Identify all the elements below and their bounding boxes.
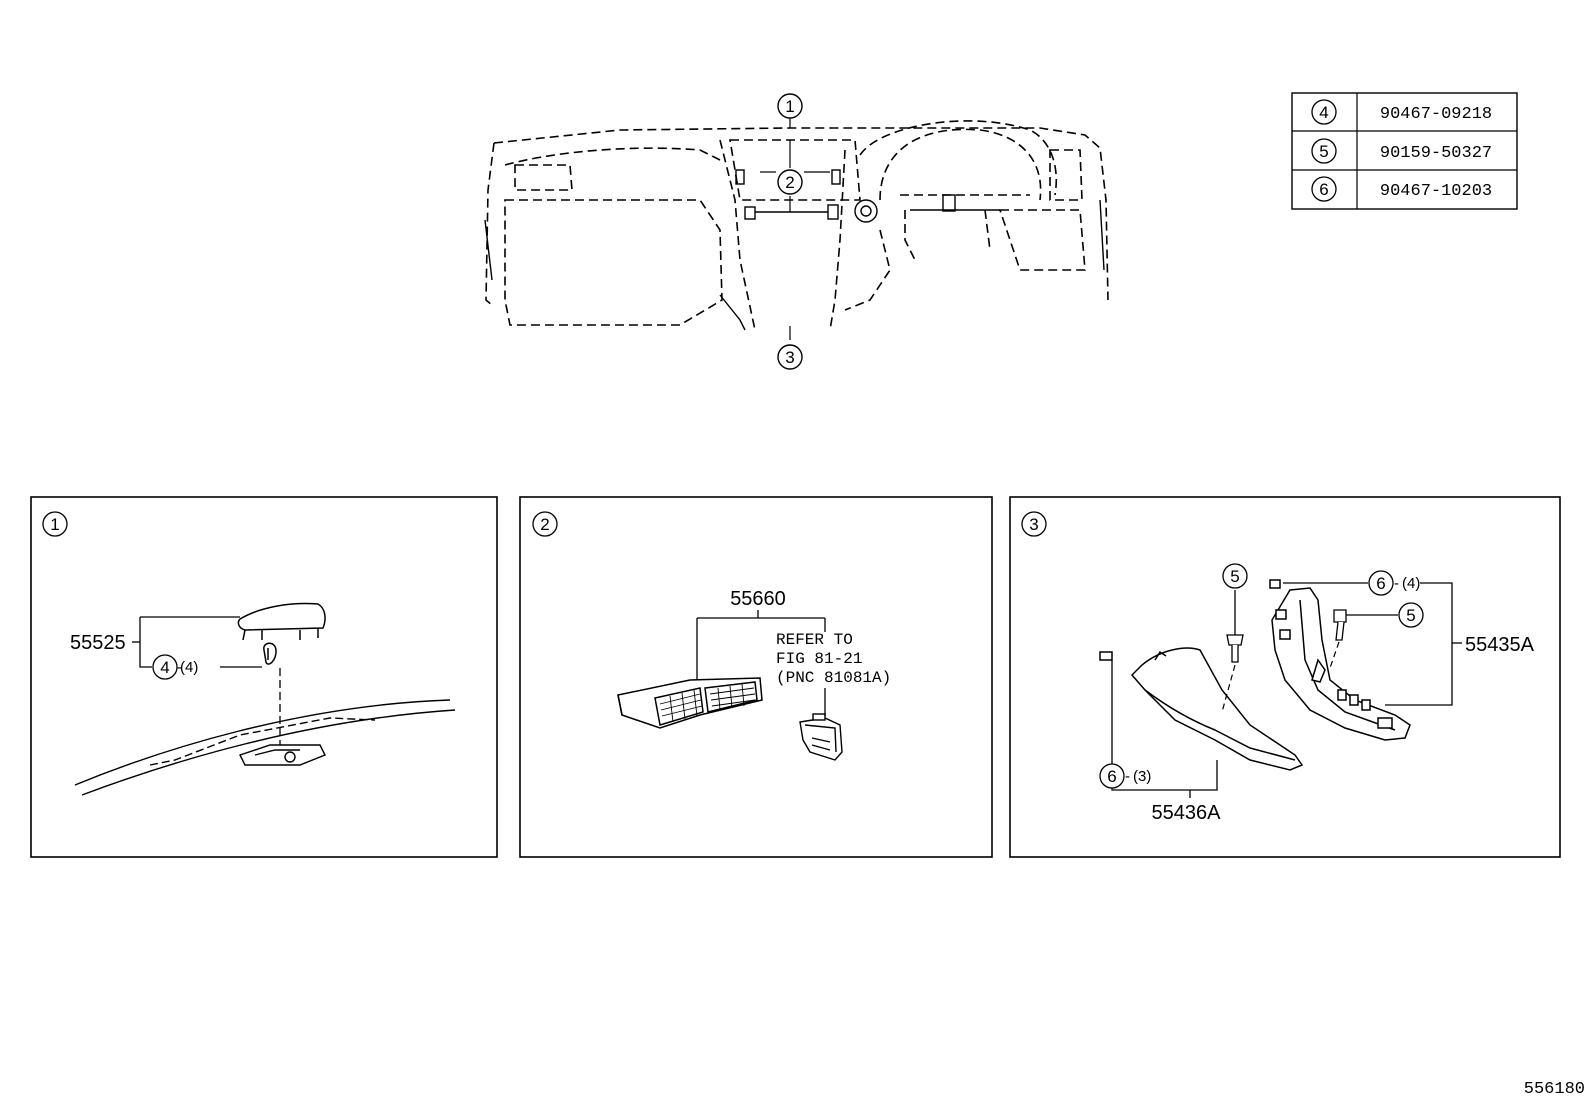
svg-text:5: 5 xyxy=(1406,606,1415,625)
panel-2-leaders xyxy=(696,610,826,716)
screw-callout-right: 5 xyxy=(1398,602,1424,628)
svg-text:(4): (4) xyxy=(1402,575,1420,592)
legend-table: 4 90467-09218 5 90159-50327 6 90467-1020… xyxy=(1291,92,1518,210)
screw-left xyxy=(1226,634,1244,663)
svg-text:2: 2 xyxy=(540,515,549,534)
svg-text:3: 3 xyxy=(785,348,794,367)
screw-right-assembly-line xyxy=(1329,641,1340,669)
panel-1-leaders xyxy=(132,616,262,668)
svg-text:2: 2 xyxy=(785,173,794,192)
svg-text:6: 6 xyxy=(1376,574,1385,593)
svg-text:(PNC 81081A): (PNC 81081A) xyxy=(776,669,891,687)
svg-text:90467-10203: 90467-10203 xyxy=(1380,182,1492,201)
screw-right xyxy=(1333,609,1347,641)
svg-text:1: 1 xyxy=(785,97,794,116)
overview-callout-1: 1 xyxy=(777,93,803,119)
legend-row-4: 4 90467-09218 xyxy=(1311,99,1492,125)
center-vent-55660 xyxy=(617,677,763,729)
legend-row-5: 5 90159-50327 xyxy=(1311,138,1492,164)
refer-to-note: REFER TO FIG 81-21 (PNC 81081A) xyxy=(776,631,891,687)
dashboard-overview xyxy=(485,120,1109,331)
figure-number: 556180 xyxy=(1524,1080,1585,1099)
svg-text:(4): (4) xyxy=(180,659,198,676)
svg-text:90159-50327: 90159-50327 xyxy=(1380,144,1492,163)
svg-text:5: 5 xyxy=(1319,142,1328,161)
svg-text:(3): (3) xyxy=(1133,768,1151,785)
panel-2-badge: 2 xyxy=(532,511,558,537)
panel-1-fastener-callout: 4 (4) xyxy=(152,654,198,680)
svg-text:5: 5 xyxy=(1230,567,1239,586)
legend-row-6: 6 90467-10203 xyxy=(1311,176,1492,202)
fastener-callout-top: 6 - (4) xyxy=(1368,570,1420,596)
svg-text:-: - xyxy=(1125,768,1130,785)
panel-3-leaders xyxy=(1111,582,1462,798)
svg-text:4: 4 xyxy=(1319,103,1328,122)
svg-text:6: 6 xyxy=(1319,180,1328,199)
overview-leaders xyxy=(760,118,830,340)
svg-text:3: 3 xyxy=(1029,515,1038,534)
svg-text:FIG 81-21: FIG 81-21 xyxy=(776,650,862,668)
detail-panel-1: 1 55525 4 (4) xyxy=(30,496,498,858)
part-label-55660: 55660 xyxy=(730,588,786,610)
dash-top-rail xyxy=(74,699,456,796)
overview-callout-3: 3 xyxy=(777,344,803,370)
trim-panel-55436a xyxy=(1099,647,1304,771)
part-label-55435a: 55435A xyxy=(1465,634,1535,656)
screw-callout-upper: 5 xyxy=(1222,563,1248,589)
panel-1-badge: 1 xyxy=(42,511,68,537)
part-label-55436a: 55436A xyxy=(1152,802,1222,824)
sensor-bracket xyxy=(799,713,843,761)
trim-panel-55435a xyxy=(1269,579,1411,741)
fastener-callout-left: 6 - (3) xyxy=(1099,763,1151,789)
part-55525-cover xyxy=(237,602,326,665)
svg-text:REFER TO: REFER TO xyxy=(776,631,853,649)
detail-panel-3: 3 xyxy=(1009,496,1561,858)
panel-3-badge: 3 xyxy=(1021,511,1047,537)
svg-text:90467-09218: 90467-09218 xyxy=(1380,105,1492,124)
screw-left-assembly-line xyxy=(1221,664,1236,713)
overview-callout-2: 2 xyxy=(777,169,803,195)
svg-text:6: 6 xyxy=(1107,767,1116,786)
svg-text:-: - xyxy=(1394,575,1399,592)
dashboard-solid-details xyxy=(484,169,1105,331)
part-label-55525: 55525 xyxy=(70,632,126,654)
svg-text:-: - xyxy=(177,659,182,676)
svg-text:1: 1 xyxy=(50,515,59,534)
svg-text:4: 4 xyxy=(160,658,169,677)
detail-panel-2: 2 556 xyxy=(519,496,993,858)
